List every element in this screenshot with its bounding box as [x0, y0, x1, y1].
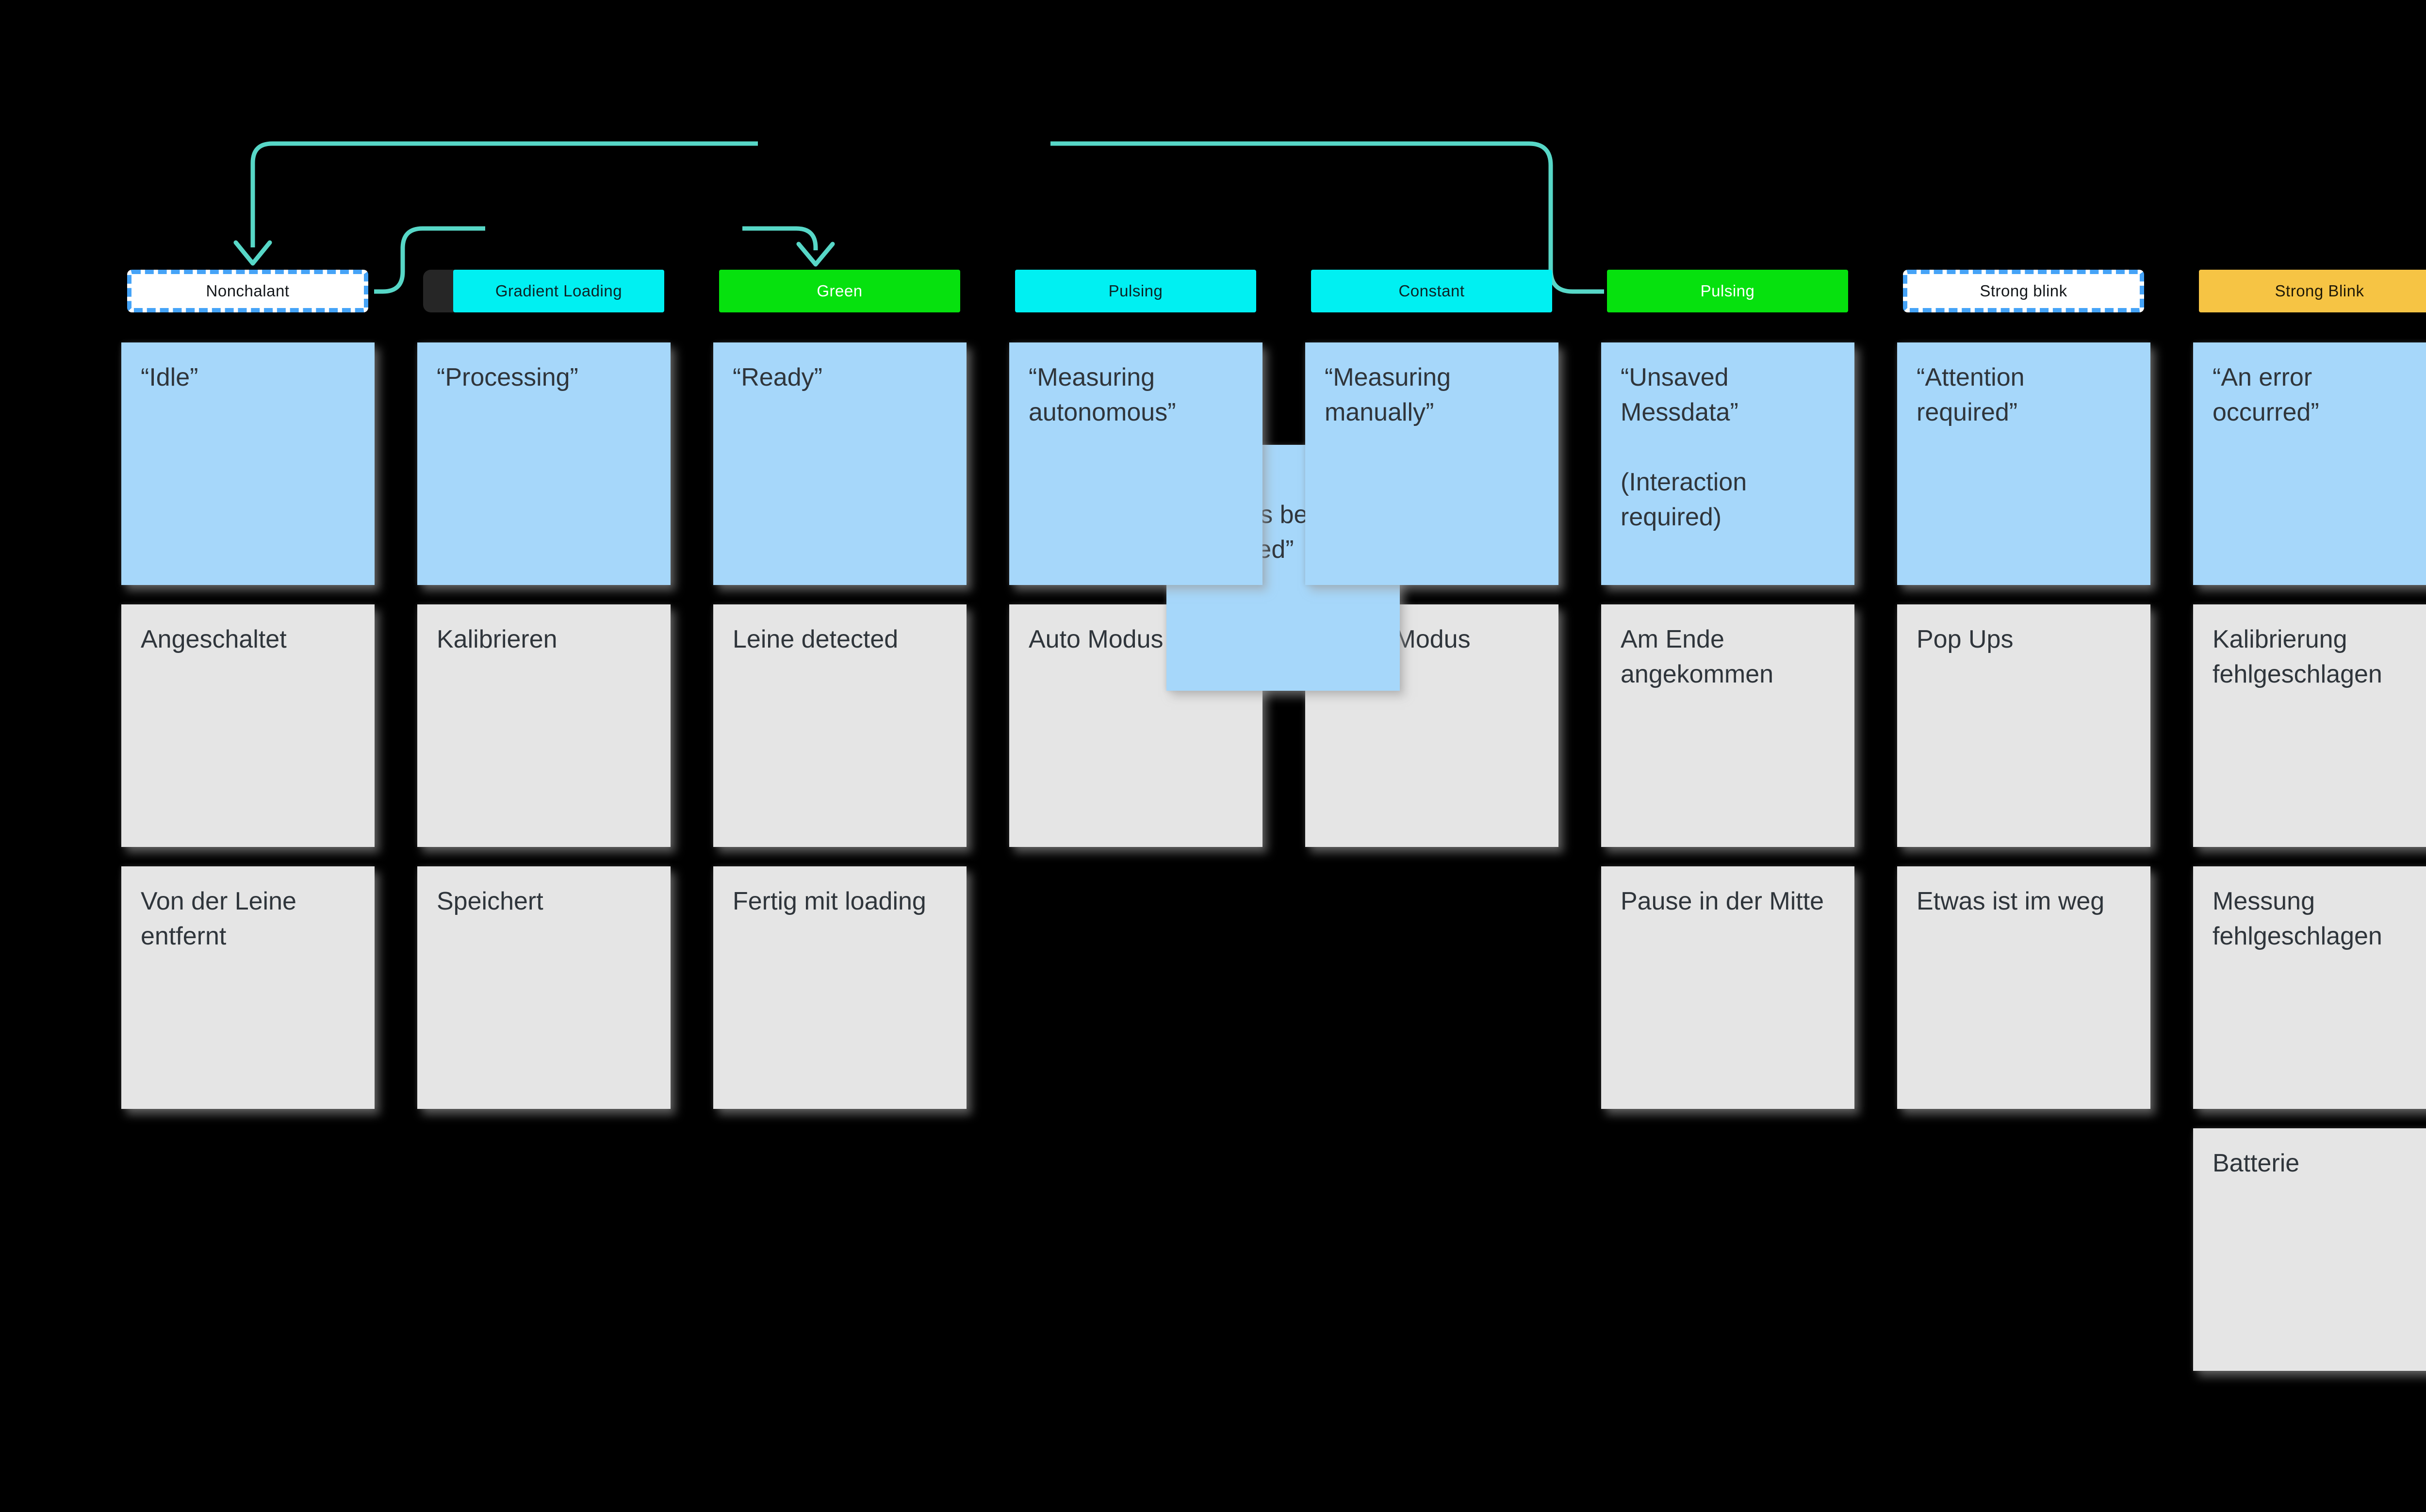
sticky-note[interactable]: Pause in der Mitte: [1601, 866, 1854, 1109]
sticky-note[interactable]: Am Ende angekommen: [1601, 604, 1854, 847]
sticky-note-text: Etwas ist im weg: [1917, 887, 2105, 915]
sticky-note[interactable]: Fertig mit loading: [713, 866, 967, 1109]
connector-arrow-into-nonchalant[interactable]: [233, 141, 758, 266]
sticky-note-text: Von der Leine entfernt: [141, 887, 296, 950]
sticky-note[interactable]: “An error occurred”: [2193, 342, 2426, 585]
sticky-note[interactable]: “Processing”: [417, 342, 671, 585]
sticky-note-text: “An error occurred”: [2213, 363, 2319, 426]
sticky-note[interactable]: “Measuring manually”: [1305, 342, 1558, 585]
arrowhead-down-icon: [233, 240, 272, 266]
column-header-strong-blink-6[interactable]: Strong blink: [1903, 270, 2144, 312]
sticky-note-text: Speichert: [437, 887, 543, 915]
sticky-note[interactable]: Kalibrierung fehlgeschlagen: [2193, 604, 2426, 847]
column-header-label: Pulsing: [1700, 282, 1755, 300]
sticky-note[interactable]: Pop Ups: [1897, 604, 2150, 847]
arrowhead-down-icon: [796, 242, 835, 267]
column-header-pulsing-3[interactable]: Pulsing: [1015, 270, 1256, 312]
sticky-note[interactable]: Angeschaltet: [121, 604, 375, 847]
column-header-pulsing-5[interactable]: Pulsing: [1607, 270, 1848, 312]
column-header-label: Strong blink: [1980, 282, 2067, 300]
sticky-note[interactable]: Batterie: [2193, 1128, 2426, 1371]
sticky-note[interactable]: Speichert: [417, 866, 671, 1109]
sticky-note[interactable]: Kalibrieren: [417, 604, 671, 847]
column-header-label: Nonchalant: [206, 282, 290, 300]
sticky-note[interactable]: “Unsaved Messdata” (Interaction required…: [1601, 342, 1854, 585]
sticky-note[interactable]: Leine detected: [713, 604, 967, 847]
sticky-note[interactable]: Von der Leine entfernt: [121, 866, 375, 1109]
column-header-label: Constant: [1398, 282, 1465, 300]
column-header-constant-4[interactable]: Constant: [1311, 270, 1552, 312]
sticky-note[interactable]: “Measuring autonomous”: [1009, 342, 1262, 585]
sticky-note-text: “Ready”: [733, 363, 822, 391]
sticky-note-text: “Processing”: [437, 363, 578, 391]
sticky-note[interactable]: “Idle”: [121, 342, 375, 585]
sticky-note-text: Leine detected: [733, 625, 899, 653]
sticky-note-text: “Measuring autonomous”: [1029, 363, 1176, 426]
column-header-label: Pulsing: [1108, 282, 1163, 300]
sticky-note[interactable]: Etwas ist im weg: [1897, 866, 2150, 1109]
sticky-note-text: Kalibrierung fehlgeschlagen: [2213, 625, 2382, 688]
sticky-note-text: Batterie: [2213, 1149, 2300, 1177]
sticky-note-text: Pause in der Mitte: [1621, 887, 1824, 915]
column-header-strong-blink-7[interactable]: Strong Blink: [2199, 270, 2426, 312]
sticky-note-text: Kalibrieren: [437, 625, 557, 653]
connector-hook-from-nonchalant[interactable]: [374, 226, 485, 294]
column-header-gradient-loading-1[interactable]: Gradient Loading: [453, 270, 664, 312]
sticky-note-text: Am Ende angekommen: [1621, 625, 1774, 688]
column-header-nonchalant-0[interactable]: Nonchalant: [127, 270, 368, 312]
sticky-note-text: “Measuring manually”: [1325, 363, 1451, 426]
column-header-label: Gradient Loading: [495, 282, 623, 300]
sticky-note-text: Angeschaltet: [141, 625, 287, 653]
sticky-note-text: “Unsaved Messdata” (Interaction required…: [1621, 363, 1747, 531]
sticky-note-text: Messung fehlgeschlagen: [2213, 887, 2382, 950]
sticky-note-text: Fertig mit loading: [733, 887, 926, 915]
sticky-note[interactable]: “Attention required”: [1897, 342, 2150, 585]
column-header-green-2[interactable]: Green: [719, 270, 960, 312]
sticky-note[interactable]: Messung fehlgeschlagen: [2193, 866, 2426, 1109]
sticky-note-text: “Attention required”: [1917, 363, 2025, 426]
sticky-note-text: Auto Modus: [1029, 625, 1164, 653]
column-header-label: Strong Blink: [2275, 282, 2364, 300]
connector-elbow-into-pulsing-green[interactable]: [1050, 141, 1604, 294]
column-header-label: Green: [817, 282, 863, 300]
connector-arrow-into-green[interactable]: [742, 226, 835, 267]
sticky-note-text: Pop Ups: [1917, 625, 2014, 653]
sticky-note-text: “Idle”: [141, 363, 198, 391]
sticky-note[interactable]: “Ready”: [713, 342, 967, 585]
